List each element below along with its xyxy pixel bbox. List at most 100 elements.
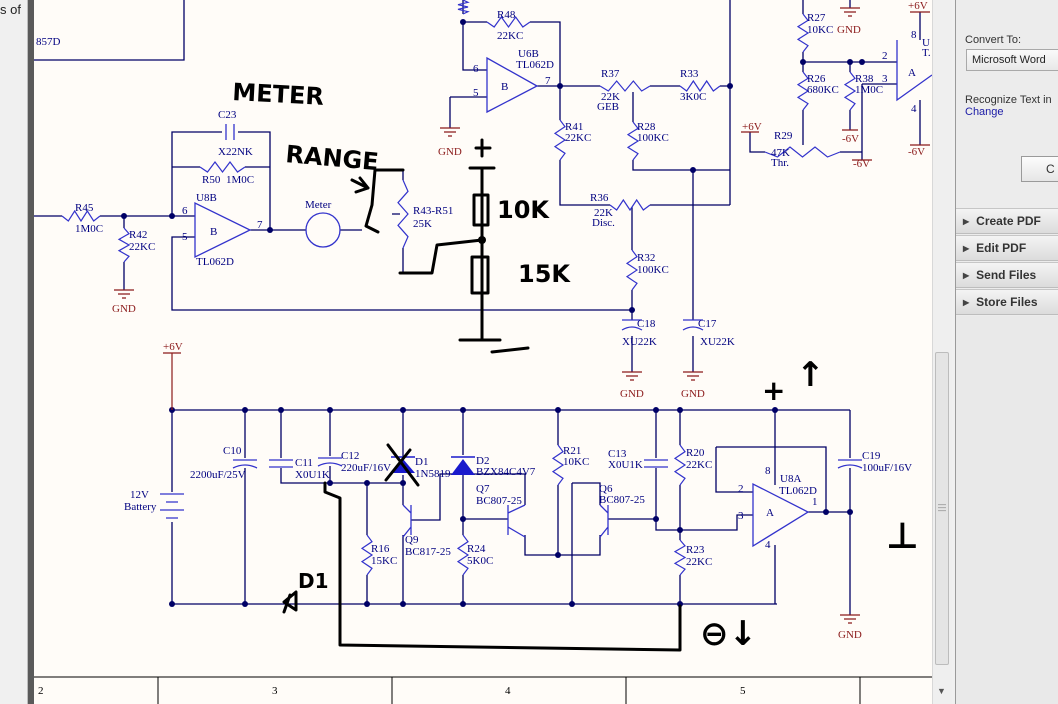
gnd-symbol	[840, 614, 860, 624]
resistors	[61, 0, 857, 576]
resistor-r48	[486, 15, 531, 29]
capacitor-c19	[837, 459, 863, 469]
hw-10k: 10K	[497, 196, 550, 224]
power-symbols	[114, 7, 930, 624]
hw-cross-out	[384, 443, 420, 487]
c17-value: XU22K	[700, 336, 735, 348]
r21-ref: R21	[563, 445, 581, 457]
r20-ref: R20	[686, 447, 705, 459]
junction-dot	[653, 516, 659, 522]
hw-arrow	[350, 176, 370, 194]
c11-ref: C11	[295, 457, 313, 469]
r45-value: 1M0C	[75, 223, 103, 235]
r29-value: 47K	[771, 147, 790, 159]
power-rail-symbols	[163, 11, 930, 410]
gnd-label: GND	[681, 388, 705, 400]
section-label: Edit PDF	[976, 241, 1027, 255]
resistor-r23	[673, 539, 687, 576]
hw-d1-wire	[323, 481, 682, 652]
junction-dot	[460, 19, 466, 25]
vertical-scrollbar[interactable]: ——— ▼	[932, 0, 952, 704]
resistor-r33	[679, 79, 721, 93]
r38-value: 1M0C	[855, 84, 883, 96]
resistor-r50	[199, 161, 246, 173]
resistor-r28	[626, 121, 640, 161]
convert-to-select[interactable]: Microsoft Word	[966, 49, 1058, 71]
section-edit-pdf[interactable]: ▶Edit PDF	[956, 235, 1058, 261]
resistor-r36	[609, 198, 651, 212]
u6b-pin: 5	[473, 87, 479, 99]
u6b-ref: U6B	[518, 48, 539, 60]
change-link[interactable]: Change	[965, 106, 1004, 118]
resistor-r16	[360, 534, 374, 576]
section-store-files[interactable]: ▶Store Files	[956, 289, 1058, 315]
r37-value: 22K	[601, 91, 620, 103]
c10-ref: C10	[223, 445, 242, 457]
convert-to-label: Convert To:	[965, 34, 1022, 46]
d2-ref: D2	[476, 455, 489, 467]
drawing-frame: 2 3 4 5	[34, 676, 932, 704]
r20-value: 22KC	[686, 459, 712, 471]
scroll-down-arrow-icon[interactable]: ▼	[937, 686, 946, 696]
convert-button[interactable]: C	[1021, 156, 1058, 182]
r48-value: 22KC	[497, 30, 523, 42]
components	[160, 40, 932, 548]
expand-triangle-icon: ▶	[963, 298, 970, 307]
u8a-pin: 8	[765, 465, 771, 477]
box-fragment: 857D	[36, 36, 61, 48]
r36-ref: R36	[590, 192, 609, 204]
junction-dot	[364, 601, 370, 607]
junction-dot	[364, 480, 370, 486]
d1-ref: D1	[415, 456, 428, 468]
u9a-pin: 3	[882, 73, 888, 85]
u8a-pin: 1	[812, 496, 818, 508]
r50-value: 1M0C	[226, 174, 254, 186]
neg6v-label: -6V	[853, 158, 870, 170]
opamp-u9a	[896, 40, 932, 102]
junction-dot	[327, 407, 333, 413]
frame-col: 5	[740, 685, 746, 697]
scrollbar-thumb[interactable]: ———	[935, 352, 949, 665]
junction-dot	[823, 509, 829, 515]
diode-d2	[451, 459, 475, 475]
u6b-pin: 6	[473, 63, 479, 75]
q7-ref: Q7	[476, 483, 490, 495]
c12-ref: C12	[341, 450, 359, 462]
section-label: Send Files	[976, 268, 1037, 282]
u8b-pin: 7	[257, 219, 263, 231]
pane-splitter[interactable]	[28, 0, 34, 704]
u8b-value: TL062D	[196, 256, 234, 268]
u9a-pin: 8	[911, 29, 917, 41]
d2-value: BZX84C4V7	[476, 466, 536, 478]
resistor-r43-r51	[397, 179, 409, 249]
gnd-symbol	[683, 371, 703, 381]
u6b-unit: B	[501, 81, 508, 93]
gnd-symbol	[440, 127, 460, 137]
junction-dot	[677, 601, 683, 607]
u8b-pin: 6	[182, 205, 188, 217]
capacitor-c17	[682, 319, 704, 331]
hw-diode	[282, 590, 298, 614]
resistor-top	[457, 0, 470, 15]
r48-ref: R48	[497, 9, 516, 21]
section-send-files[interactable]: ▶Send Files	[956, 262, 1058, 288]
capacitor-c23	[225, 124, 235, 140]
r43-value: 25K	[413, 218, 432, 230]
transistor-q9	[402, 504, 412, 538]
c17-ref: C17	[698, 318, 717, 330]
r33-ref: R33	[680, 68, 699, 80]
transistor-q7	[507, 504, 526, 538]
frame-col: 2	[38, 685, 44, 697]
r41-value: 22KC	[565, 132, 591, 144]
r24-ref: R24	[467, 543, 486, 555]
frame-col: 3	[272, 685, 278, 697]
section-create-pdf[interactable]: ▶Create PDF	[956, 208, 1058, 234]
hw-15k: 15K	[518, 260, 571, 288]
r32-value: 100KC	[637, 264, 669, 276]
junction-dot	[327, 480, 333, 486]
c18-value: XU22K	[622, 336, 657, 348]
r45-ref: R45	[75, 202, 94, 214]
gnd-label: GND	[112, 303, 136, 315]
battery-ref: 12V	[130, 489, 149, 501]
expand-triangle-icon: ▶	[963, 217, 970, 226]
